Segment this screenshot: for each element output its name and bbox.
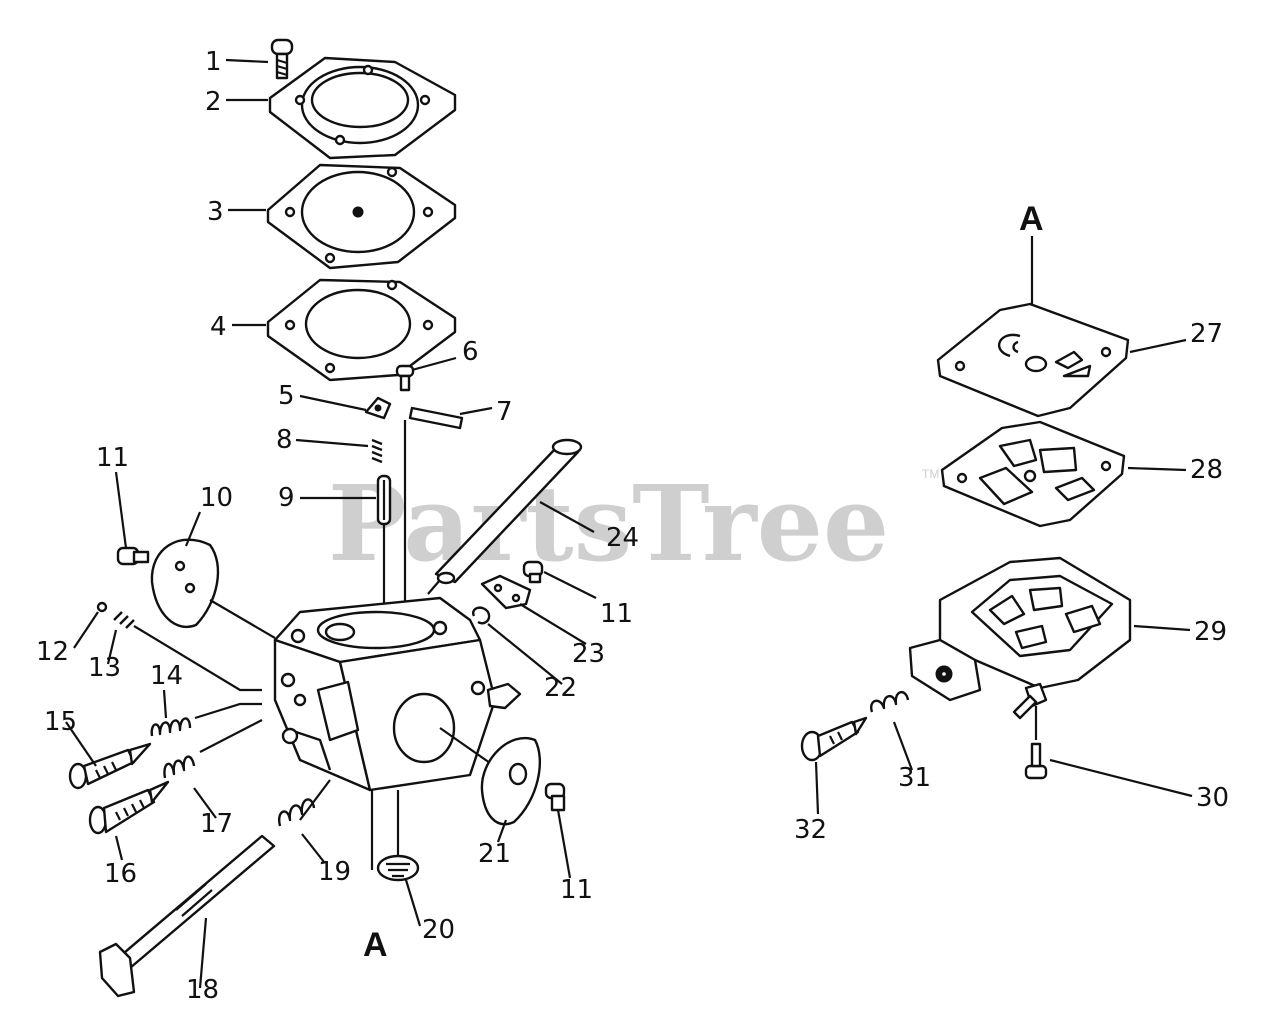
part-28-gasket <box>940 420 1126 528</box>
callout-3: 3 <box>207 197 224 227</box>
part-21-disc <box>480 736 542 826</box>
section-label-a-right: A <box>1019 200 1044 238</box>
part-2-cover-plate <box>268 56 457 160</box>
part-18-throttle-shaft <box>98 834 276 998</box>
part-30-screw <box>1024 742 1048 780</box>
part-13-spring <box>113 611 135 629</box>
part-19-spring <box>278 798 316 827</box>
part-1-screw <box>270 38 294 80</box>
callout-30: 30 <box>1196 783 1229 813</box>
callout-24: 24 <box>606 523 639 553</box>
callout-10: 10 <box>200 483 233 513</box>
part-24-shaft <box>434 438 583 585</box>
callout-23: 23 <box>572 639 605 669</box>
callout-21: 21 <box>478 839 511 869</box>
callout-8: 8 <box>276 425 293 455</box>
callout-28: 28 <box>1190 455 1223 485</box>
callout-20: 20 <box>422 915 455 945</box>
callout-17: 17 <box>200 809 233 839</box>
callout-15: 15 <box>44 707 77 737</box>
callout-12: 12 <box>36 637 69 667</box>
callout-19: 19 <box>318 857 351 887</box>
callout-5: 5 <box>278 381 295 411</box>
leader-lines <box>65 58 1193 989</box>
callout-4: 4 <box>210 312 227 342</box>
part-11-screw-c <box>544 782 566 812</box>
callout-9: 9 <box>278 483 295 513</box>
callout-18: 18 <box>186 975 219 1005</box>
part-8-spring <box>371 438 383 464</box>
section-label-a-left: A <box>363 926 388 964</box>
part-5-lever <box>364 396 392 420</box>
callout-14: 14 <box>150 661 183 691</box>
part-16-needle-screw <box>88 780 170 835</box>
part-14-spring <box>150 717 192 737</box>
part-17-spring <box>163 755 196 779</box>
callout-7: 7 <box>496 397 513 427</box>
callout-31: 31 <box>898 763 931 793</box>
callout-13: 13 <box>88 653 121 683</box>
part-10-disk <box>150 538 220 628</box>
part-4-gasket <box>266 278 457 382</box>
callout-11-right: 11 <box>600 599 633 629</box>
watermark: PartsTree <box>328 462 889 585</box>
callout-6: 6 <box>462 337 479 367</box>
carburetor-body <box>273 596 522 792</box>
part-7-pin <box>408 406 464 430</box>
callout-16: 16 <box>104 859 137 889</box>
part-9-needle <box>376 474 392 526</box>
part-3-diaphragm <box>266 163 457 270</box>
part-29-pump-body <box>908 556 1132 720</box>
part-27-gasket <box>936 302 1130 418</box>
part-12-ball <box>96 601 108 613</box>
part-20-filter-screen <box>376 854 420 882</box>
callout-22: 22 <box>544 673 577 703</box>
callout-27: 27 <box>1190 319 1223 349</box>
callout-1: 1 <box>205 47 222 77</box>
part-31-spring <box>870 691 910 713</box>
part-15-needle-screw <box>68 742 152 790</box>
part-6-screw <box>395 364 415 392</box>
part-23-plate <box>480 574 532 610</box>
callout-11-top-left: 11 <box>96 443 129 473</box>
callout-32: 32 <box>794 815 827 845</box>
part-22-clip <box>472 606 491 625</box>
watermark-trademark: TM <box>922 467 939 481</box>
callout-11-bottom: 11 <box>560 875 593 905</box>
callout-2: 2 <box>205 87 222 117</box>
part-32-screw <box>800 716 868 762</box>
callout-labels: 1 2 3 4 5 6 7 8 9 10 11 11 11 12 13 14 1… <box>36 47 1229 1005</box>
part-11-screw-b <box>522 560 544 584</box>
callout-29: 29 <box>1194 617 1227 647</box>
part-11-screw-a <box>116 546 150 566</box>
